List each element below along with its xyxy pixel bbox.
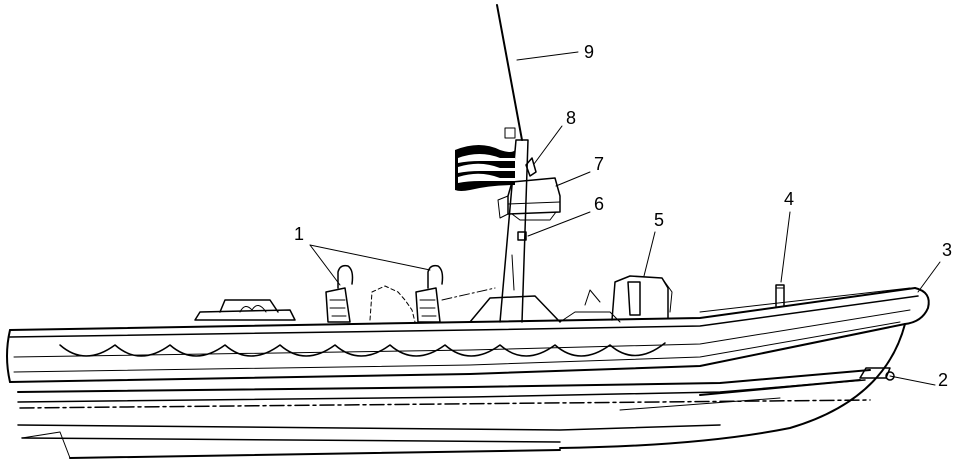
bow-post-4 [775, 284, 785, 307]
hull [6, 287, 930, 459]
callout-1: 1 [294, 224, 304, 244]
callout-9: 9 [584, 42, 594, 62]
tube-lifeline [59, 342, 666, 357]
seat-right [415, 264, 444, 323]
callout-7: 7 [594, 154, 604, 174]
flag [455, 145, 515, 191]
mast [496, 4, 561, 323]
callout-3: 3 [942, 240, 952, 260]
callout-6: 6 [594, 194, 604, 214]
leader-lines [309, 51, 941, 386]
callout-5: 5 [654, 210, 664, 230]
seat-left [325, 264, 354, 323]
callout-8: 8 [566, 108, 576, 128]
callout-4: 4 [784, 189, 794, 209]
callout-2: 2 [938, 370, 948, 390]
deck-equipment [194, 264, 911, 381]
console-box-5 [584, 275, 673, 321]
bow-fitting-2 [859, 367, 895, 381]
